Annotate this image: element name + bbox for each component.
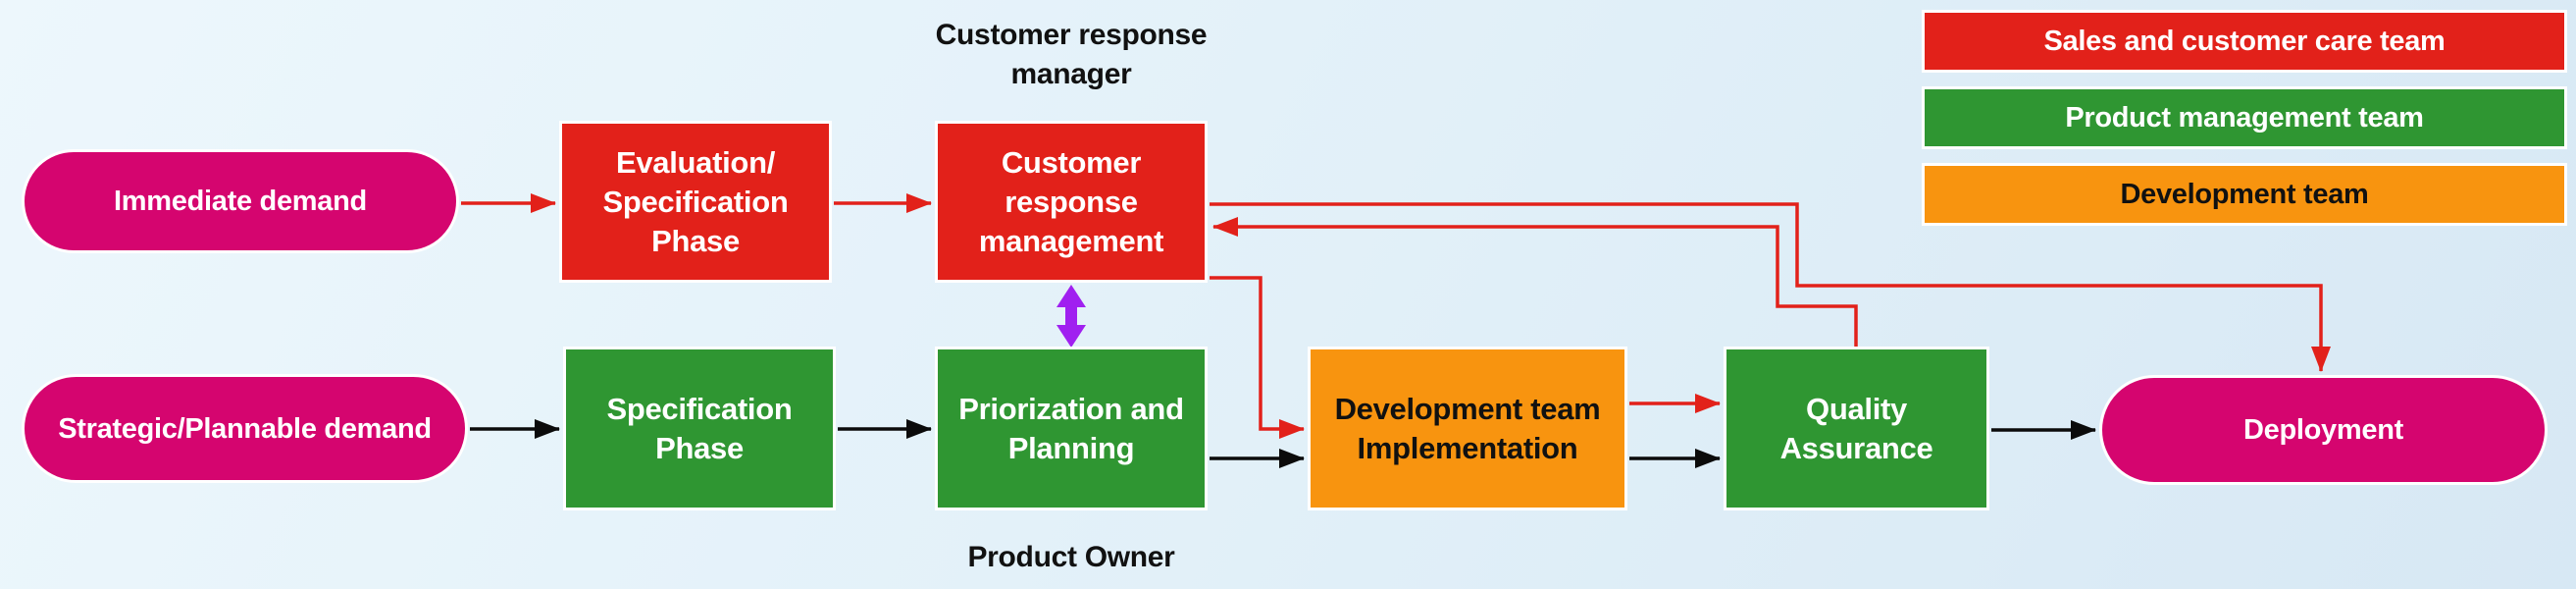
label-product-owner: Product Owner bbox=[967, 541, 1175, 573]
arrow-crm-to-deployment bbox=[1210, 202, 2331, 372]
legend-development-team: Development team bbox=[1922, 163, 2567, 226]
node-immediate-demand: Immediate demand bbox=[22, 149, 459, 253]
node-strategic-plannable-demand: Strategic/Plannable demand bbox=[22, 374, 468, 483]
double-arrow-crm-priorization bbox=[1056, 285, 1086, 348]
legend-product-management-team: Product management team bbox=[1922, 86, 2567, 149]
label-customer-response-manager: Customer response manager bbox=[935, 19, 1208, 90]
arrow-qa-to-crm bbox=[1212, 217, 1858, 348]
node-priorization-and-planning: Priorization and Planning bbox=[935, 347, 1208, 510]
node-specification-phase: Specification Phase bbox=[563, 347, 836, 510]
node-development-team-implementation: Development team Implementation bbox=[1308, 347, 1627, 510]
node-evaluation-specification-phase: Evaluation/ Specification Phase bbox=[559, 121, 832, 283]
node-deployment: Deployment bbox=[2099, 375, 2548, 485]
node-customer-response-management: Customer response management bbox=[935, 121, 1208, 283]
arrow-crm-to-development bbox=[1210, 276, 1305, 439]
legend-sales-customer-care-team: Sales and customer care team bbox=[1922, 10, 2567, 73]
node-quality-assurance: Quality Assurance bbox=[1724, 347, 1989, 510]
